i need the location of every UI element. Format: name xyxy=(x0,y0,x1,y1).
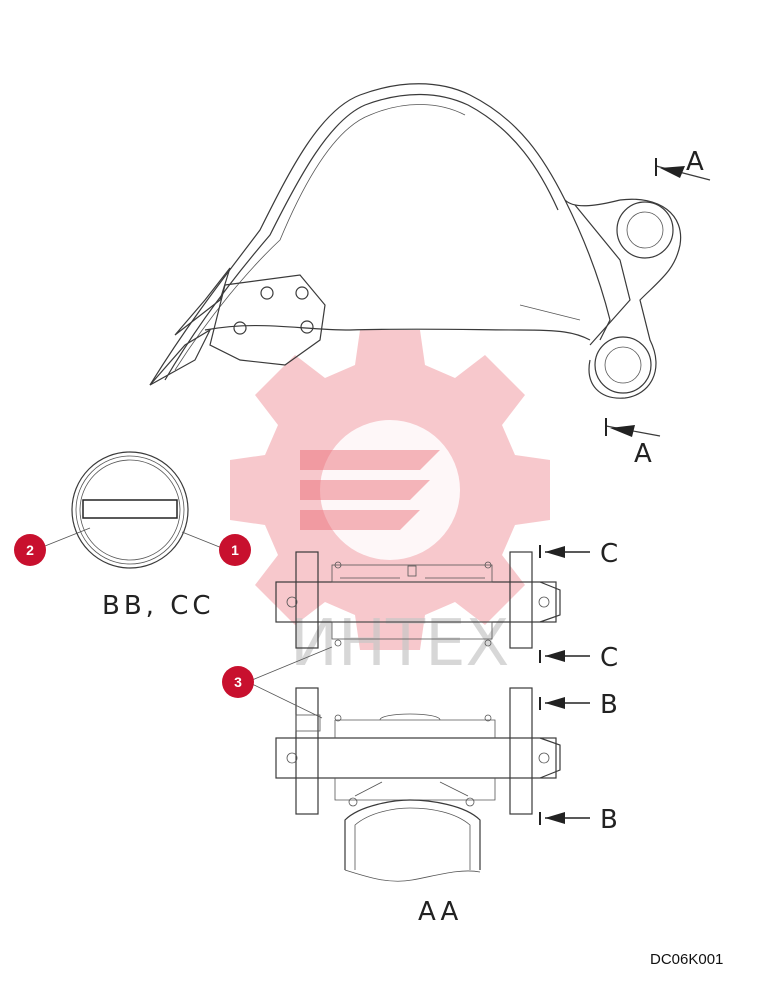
callout-2: 2 xyxy=(14,534,46,566)
bucket-side-view xyxy=(149,83,682,399)
callout-3: 3 xyxy=(222,666,254,698)
watermark-text: ИНТЕХ xyxy=(290,607,509,681)
section-marker-b-top: B xyxy=(539,690,618,720)
leader-3a xyxy=(251,646,333,681)
svg-text:B: B xyxy=(600,690,618,720)
section-marker-c-top: C xyxy=(539,539,618,569)
drawing-number: DC06K001 xyxy=(650,951,723,968)
section-marker-c-bottom: C xyxy=(539,643,618,673)
section-marker-a-top: A xyxy=(655,147,711,181)
leader-2 xyxy=(39,527,91,549)
svg-text:A: A xyxy=(634,439,652,469)
svg-text:1: 1 xyxy=(231,542,239,558)
svg-text:2: 2 xyxy=(26,542,34,558)
leader-3b xyxy=(251,683,323,719)
section-aa-assembly xyxy=(275,551,561,882)
svg-text:3: 3 xyxy=(234,674,242,690)
section-marker-b-bottom: B xyxy=(539,805,618,835)
svg-text:C: C xyxy=(600,539,618,569)
view-label-aa: AA xyxy=(418,897,462,927)
svg-text:A: A xyxy=(686,147,704,177)
svg-text:B: B xyxy=(600,805,618,835)
pin-end-view xyxy=(71,451,189,569)
watermark-gear-logo xyxy=(230,330,550,650)
leader-1 xyxy=(181,531,223,549)
view-label-bb-cc: BB, CC xyxy=(102,591,215,621)
callout-1: 1 xyxy=(219,534,251,566)
section-marker-a-bottom: A xyxy=(605,418,661,469)
svg-text:C: C xyxy=(600,643,618,673)
